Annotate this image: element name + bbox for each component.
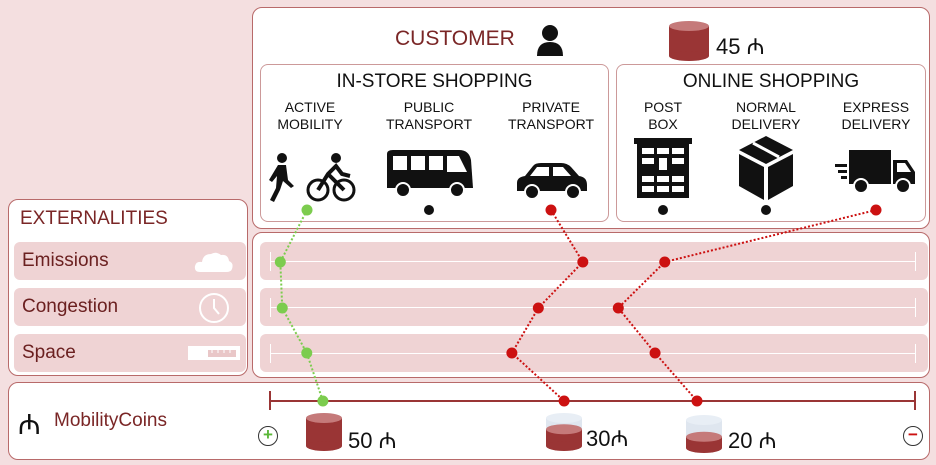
row-label: Congestion [22, 296, 119, 317]
label-line: PUBLIC [403, 99, 455, 115]
cloud-icon [194, 252, 233, 272]
coin-cylinder-20 [685, 414, 723, 454]
customer-panel: CUSTOMER 45 ₼ IN-STORE SHOPPING ONLINE S… [252, 7, 930, 229]
express-delivery-marker[interactable] [532, 302, 544, 314]
mobility-coins-panel [8, 382, 930, 460]
express-delivery-marker[interactable] [577, 256, 589, 268]
mobility-coin-icon: ₼ [18, 409, 41, 440]
externalities-title: EXTERNALITIES [20, 208, 168, 229]
coin-amount-50: 50 ₼ [348, 425, 396, 455]
online-title: ONLINE SHOPPING [682, 71, 860, 92]
post-box-icon [634, 138, 692, 198]
person-icon [537, 25, 563, 56]
in-store-panel: IN-STORE SHOPPING [260, 64, 609, 222]
active-mobility-marker[interactable] [274, 256, 286, 268]
express-delivery-marker[interactable] [558, 395, 570, 407]
customer-balance: 45 ₼ [716, 31, 764, 61]
label-line: POST [643, 99, 683, 115]
row-space: Space [14, 334, 246, 372]
option-dot[interactable] [658, 205, 668, 215]
coin-stack-icon [669, 21, 709, 61]
currency-symbol: ₼ [746, 34, 765, 59]
label-line: EXPRESS [842, 99, 910, 115]
private-transport-marker[interactable] [612, 302, 624, 314]
private-transport-path [616, 209, 877, 402]
coin-cylinder-30 [545, 412, 583, 452]
currency: ₼ [758, 428, 777, 453]
row-emissions: Emissions [14, 242, 246, 280]
clock-icon [199, 293, 229, 323]
coins-axis [270, 400, 915, 402]
private-transport-marker[interactable] [870, 204, 882, 216]
option-dot[interactable] [424, 205, 434, 215]
express-delivery-marker[interactable] [545, 204, 557, 216]
express-delivery-marker[interactable] [506, 347, 518, 359]
row-label: Emissions [22, 250, 109, 271]
in-store-title: IN-STORE SHOPPING [336, 71, 533, 92]
ruler-icon [188, 346, 240, 360]
label-line: TRANSPORT [385, 116, 473, 132]
coin-amount-20: 20 ₼ [728, 425, 776, 455]
walk-bike-icon [269, 153, 356, 202]
label-line: PRIVATE [522, 99, 580, 115]
minus-button[interactable]: − [903, 426, 923, 446]
express-delivery-path [510, 209, 585, 402]
private-transport-marker[interactable] [649, 347, 661, 359]
currency: ₼ [378, 428, 397, 453]
axis-tick [914, 391, 916, 410]
option-dot[interactable] [761, 205, 771, 215]
amount: 30 [586, 426, 611, 451]
currency: ₼ [610, 426, 629, 451]
amount: 50 [348, 428, 373, 453]
package-box-icon [739, 136, 793, 200]
label-line: ACTIVE [284, 99, 336, 115]
label-line: MOBILITY [277, 116, 343, 132]
bus-icon [387, 150, 473, 198]
mobility-coins-label: MobilityCoins [54, 410, 167, 431]
label-line: TRANSPORT [507, 116, 595, 132]
active-mobility-marker[interactable] [301, 204, 313, 216]
active-mobility-marker[interactable] [301, 347, 313, 359]
coin-cylinder-50 [305, 412, 343, 452]
active-mobility-marker[interactable] [276, 302, 288, 314]
delivery-truck-icon [835, 150, 915, 194]
coin-amount-30: 30₼ [586, 423, 628, 453]
label-line: BOX [648, 116, 678, 132]
space-slider[interactable] [260, 334, 928, 372]
car-icon [517, 163, 587, 200]
active-mobility-marker[interactable] [317, 395, 329, 407]
congestion-slider[interactable] [260, 288, 928, 326]
label-line: DELIVERY [841, 116, 911, 132]
label-line: DELIVERY [731, 116, 801, 132]
amount: 20 [728, 428, 753, 453]
customer-title: CUSTOMER [395, 27, 515, 50]
private-transport-marker[interactable] [659, 256, 671, 268]
plus-button[interactable]: + [258, 426, 278, 446]
emissions-slider[interactable] [260, 242, 928, 280]
private-transport-marker[interactable] [691, 395, 703, 407]
row-congestion: Congestion [14, 288, 246, 326]
balance-value: 45 [716, 34, 741, 59]
axis-tick [269, 391, 271, 410]
label-line: NORMAL [736, 99, 796, 115]
row-label: Space [22, 342, 76, 363]
